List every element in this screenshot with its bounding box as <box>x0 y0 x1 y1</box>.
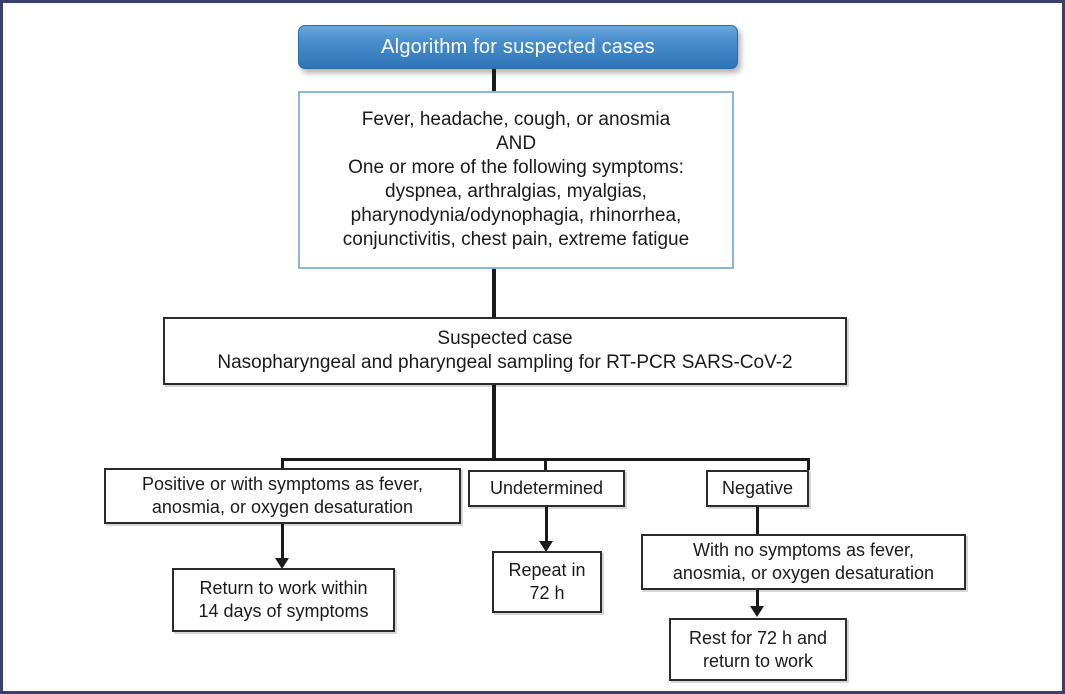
connector-positive-to-return <box>281 524 284 564</box>
connector-splitter-drop-center <box>544 458 547 470</box>
connector-no-symptoms-to-rest <box>756 590 759 612</box>
node-positive: Positive or with symptoms as fever, anos… <box>104 468 461 524</box>
arrowhead-undetermined-to-repeat <box>539 541 553 552</box>
node-suspected-case: Suspected case Nasopharyngeal and pharyn… <box>163 317 847 385</box>
connector-negative-to-no-symptoms <box>756 507 759 536</box>
node-rest-return: Rest for 72 h and return to work <box>669 618 847 681</box>
connector-banner-to-symptoms <box>492 69 496 92</box>
node-undetermined: Undetermined <box>468 470 625 507</box>
node-no-symptoms: With no symptoms as fever, anosmia, or o… <box>641 534 966 590</box>
connector-undetermined-to-repeat <box>545 507 548 547</box>
node-return-to-work: Return to work within 14 days of symptom… <box>172 568 395 632</box>
connector-suspected-to-splitter <box>492 385 496 461</box>
title-banner: Algorithm for suspected cases <box>298 25 738 69</box>
connector-splitter-drop-right <box>807 458 810 470</box>
node-repeat: Repeat in 72 h <box>492 551 602 613</box>
node-negative: Negative <box>706 470 809 507</box>
flowchart-canvas: Algorithm for suspected cases Fever, hea… <box>3 3 1062 691</box>
node-symptoms: Fever, headache, cough, or anosmia AND O… <box>298 91 734 269</box>
connector-symptoms-to-suspected <box>492 269 496 319</box>
connector-splitter-drop-left <box>281 458 284 470</box>
arrowhead-no-symptoms-to-rest <box>750 606 764 617</box>
arrowhead-positive-to-return <box>275 558 289 569</box>
